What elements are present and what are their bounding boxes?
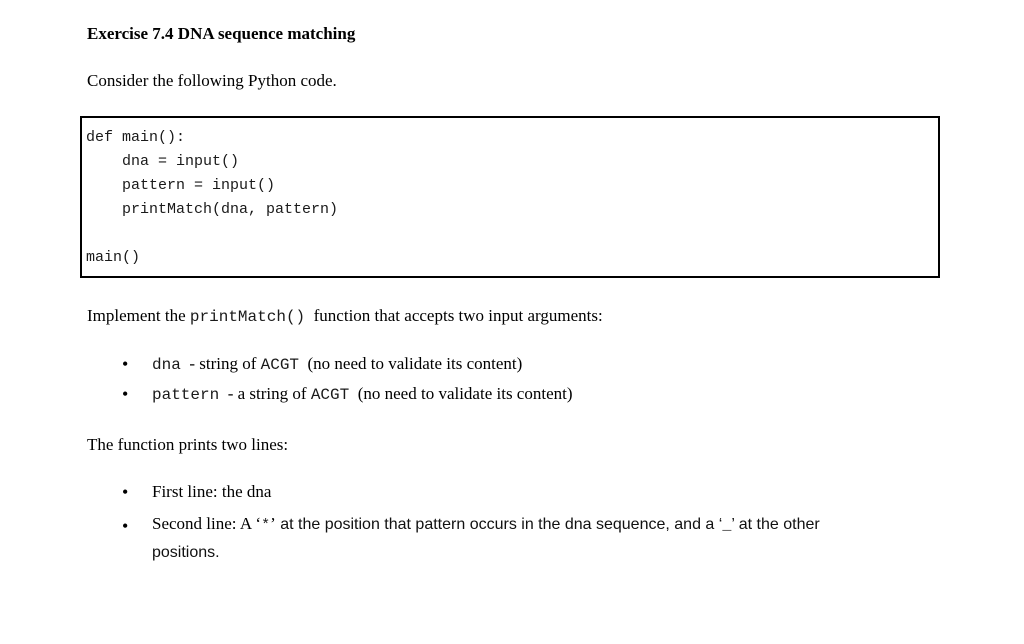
list-item-first-line: First line: the dna (80, 482, 984, 502)
second-line-continuation: positions. (152, 544, 220, 561)
list-item-pattern-arg: pattern - a string of ACGT (no need to v… (80, 384, 984, 405)
implement-paragraph: Implement the printMatch() function that… (87, 305, 984, 328)
arg-mid-text: - a string of (219, 384, 311, 403)
arg-mid-text: - string of (180, 354, 261, 373)
second-line-lead: Second line: A (152, 514, 256, 533)
code-block: def main(): dna = input() pattern = inpu… (80, 116, 940, 278)
output-list: First line: the dna Second line: A ‘*’ a… (80, 482, 984, 566)
code-line (86, 222, 938, 246)
second-line-text: Second line: A ‘*’ at the position that … (152, 510, 984, 539)
arg-type: ACGT (310, 386, 350, 404)
second-line-mid: at the position that pattern occurs in t… (275, 516, 719, 533)
list-item-second-line: Second line: A ‘*’ at the position that … (80, 510, 984, 566)
exercise-title: Exercise 7.4 DNA sequence matching (87, 24, 356, 43)
arg-tail-text: (no need to validate its content) (299, 354, 523, 373)
code-line: pattern = input() (86, 177, 276, 194)
arg-type: ACGT (260, 356, 300, 374)
underscore-glyph: _ (722, 517, 732, 534)
intro-paragraph: Consider the following Python code. (87, 71, 337, 90)
document-content: Exercise 7.4 DNA sequence matching Consi… (0, 0, 1024, 566)
open-quote: ‘ (718, 516, 723, 533)
close-quote: ’ (270, 514, 276, 533)
code-line: dna = input() (86, 153, 240, 170)
close-quote: ’ (731, 516, 735, 533)
code-line: printMatch(dna, pattern) (86, 201, 339, 218)
second-line-tail: at the other (734, 516, 820, 533)
implement-text-pre: Implement the (87, 306, 190, 325)
arguments-list: dna - string of ACGT (no need to validat… (80, 354, 984, 405)
list-item-dna-arg: dna - string of ACGT (no need to validat… (80, 354, 984, 375)
prints-heading: The function prints two lines: (87, 435, 289, 454)
print-match-function-name: printMatch() (189, 308, 306, 326)
arg-name: dna (152, 356, 181, 374)
code-line: main() (86, 249, 141, 266)
star-glyph: * (261, 517, 271, 534)
open-quote: ‘ (255, 514, 262, 533)
implement-text-post: function that accepts two input argument… (305, 306, 603, 325)
arg-tail-text: (no need to validate its content) (349, 384, 573, 403)
arg-name: pattern (152, 386, 220, 404)
code-line: def main(): (86, 129, 186, 146)
